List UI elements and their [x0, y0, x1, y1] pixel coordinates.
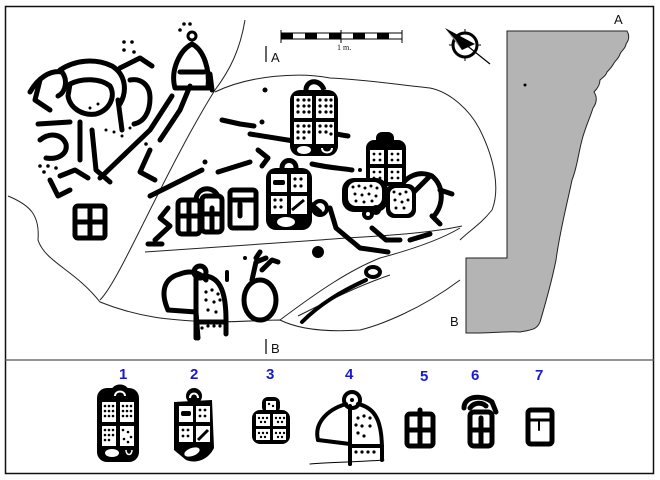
motif-number-4: 4 [345, 366, 354, 383]
profile-label-b: B [450, 314, 459, 329]
glyph-cluster-left [27, 41, 215, 199]
motif-6: 6 [461, 367, 499, 449]
cellular-dots-second [273, 177, 305, 212]
motif-number-2: 2 [190, 366, 198, 383]
rock-outline [7, 19, 497, 332]
section-label-a: A [271, 50, 280, 65]
motif-5: 5 [404, 368, 436, 449]
motif-7: 7 [525, 367, 555, 447]
motif-number-6: 6 [471, 367, 479, 384]
profile-label-a: A [614, 12, 623, 27]
ring-glyph-lower [241, 249, 281, 323]
dot-lower [243, 256, 247, 260]
motif-3: 3 [252, 366, 290, 444]
cellular-glyph-main [290, 79, 338, 156]
small-circles-center [311, 199, 381, 220]
motif-4: 4 [309, 366, 385, 466]
bell-glyph-lower [161, 263, 229, 341]
cellular-dots-main [296, 98, 333, 140]
motif-number-1: 1 [119, 366, 127, 383]
compass-rose-icon [445, 28, 491, 65]
motif-1: 1 [97, 366, 139, 462]
cellular-glyph-third [342, 132, 416, 218]
motif-number-7: 7 [535, 367, 543, 384]
bell-dots-lower [200, 270, 229, 330]
motif-number-3: 3 [266, 366, 274, 383]
section-profile [465, 30, 630, 334]
glyph-dots-left [38, 22, 198, 174]
scale-bar: 1 m. [280, 30, 403, 52]
section-label-b: B [271, 341, 280, 356]
grid-glyph-left [72, 203, 108, 241]
motif-number-5: 5 [420, 368, 428, 385]
staff-glyph-lower [300, 265, 382, 324]
scale-bar-label: 1 m. [337, 43, 351, 52]
figure-frame [4, 5, 655, 475]
cellular-dots-third [351, 152, 410, 210]
scattered-dots-center [202, 87, 362, 258]
motif-2: 2 [174, 366, 214, 462]
central-glyphs [145, 93, 455, 255]
cellular-glyph-second [266, 158, 312, 230]
